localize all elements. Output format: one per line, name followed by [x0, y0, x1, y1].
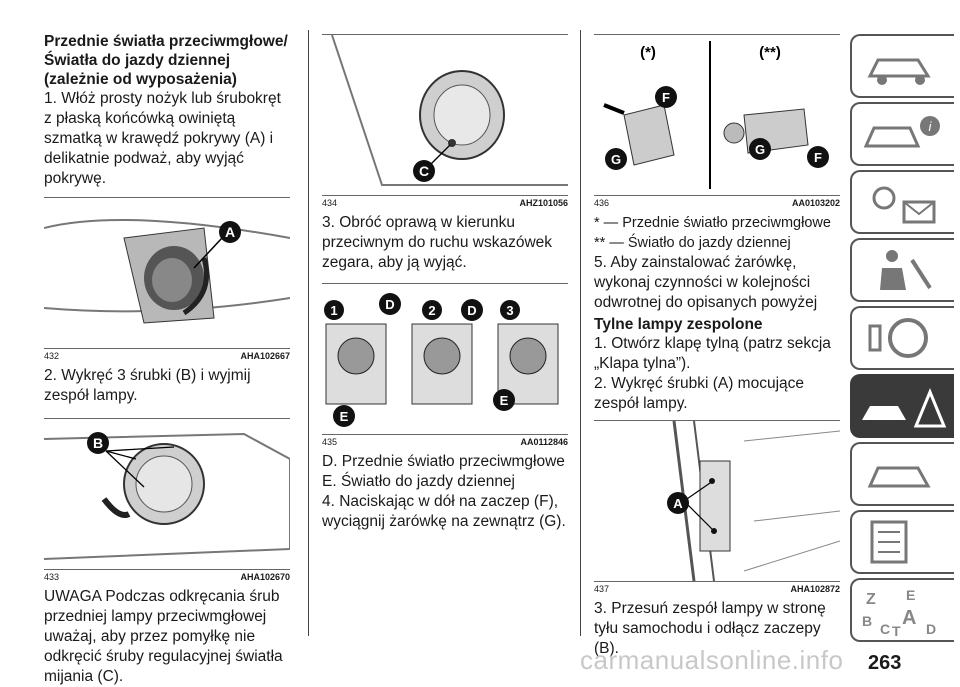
tab-safety[interactable] [850, 238, 954, 302]
figure-433: B [44, 418, 290, 570]
figure-434: C [322, 34, 568, 196]
emergency-warning-icon [862, 406, 906, 420]
column-1: Przednie światła przeciwmgłowe/Światła d… [44, 0, 290, 687]
figure-436-caption: 436 AA0103202 [594, 198, 840, 209]
callout-a: A [673, 496, 683, 511]
svg-text:A: A [902, 607, 916, 629]
step-3: 3. Obróć oprawą w kierunku przeciwnym do… [322, 214, 553, 271]
figure-code: AHA102670 [240, 572, 290, 582]
car-info-icon [863, 126, 921, 148]
legend-d: D. Przednie światło przeciwmgłowe [322, 453, 565, 470]
rear-step-1: 1. Otwórz klapę tylną (patrz sekcja „Kla… [594, 335, 831, 372]
figure-432-caption: 432 AHA102667 [44, 351, 290, 362]
figure-437-caption: 437 AHA102872 [594, 584, 840, 595]
step-1: 1. Włóż prosty nożyk lub śrubokręt z pła… [44, 90, 281, 187]
page-number: 263 [868, 652, 902, 674]
tab-index[interactable]: Z E B A C T D [850, 578, 954, 642]
figure-436: (*) (**) F G G F [594, 34, 840, 196]
figure-number: 435 [322, 437, 338, 447]
callout-d: D [385, 297, 394, 312]
svg-text:D: D [926, 621, 936, 637]
tab-vehicle-overview[interactable] [850, 34, 954, 98]
figure-number: 434 [322, 198, 338, 208]
figure-435: 1 D 2 D 3 E E [322, 283, 568, 435]
label-double-star: (**) [759, 44, 781, 61]
tab-maintenance[interactable] [850, 442, 954, 506]
column-divider [308, 30, 309, 636]
tab-driving[interactable] [850, 306, 954, 370]
svg-text:Z: Z [866, 591, 876, 608]
label-star: (*) [640, 44, 656, 61]
svg-text:i: i [929, 119, 933, 134]
figure-433-caption: 433 AHA102670 [44, 572, 290, 583]
figure-437: A [594, 420, 840, 582]
steering-wheel-icon [888, 318, 928, 358]
figure-number: 433 [44, 572, 60, 582]
figure-number: 437 [594, 584, 610, 594]
document-icon [870, 520, 908, 564]
callout-a: A [225, 224, 235, 240]
figure-code: AA0112846 [520, 437, 568, 447]
callout-e: E [340, 409, 349, 424]
figure-code: AHA102667 [240, 351, 290, 361]
callout-2: 2 [428, 303, 435, 318]
light-envelope-icon [872, 186, 896, 210]
figure-434-caption: 434 AHZ101056 [322, 198, 568, 209]
watermark: carmanualsonline.info [580, 645, 844, 675]
figure-number: 432 [44, 351, 60, 361]
warning-text: UWAGA Podczas odkręcania śrub przedniej … [44, 588, 283, 685]
tab-lights-warnings[interactable] [850, 170, 954, 234]
legend-e: E. Światło do jazdy dziennej [322, 473, 516, 490]
rear-step-2: 2. Wykręć śrubki (A) mocujące zespół lam… [594, 375, 805, 412]
figure-code: AHA102872 [790, 584, 840, 594]
note-1: * — Przednie światło przeciwmgłowe [594, 215, 831, 231]
note-2: ** — Światło do jazdy dziennej [594, 235, 791, 251]
figure-432: A [44, 197, 290, 349]
seatbelt-icon [886, 250, 898, 262]
step-2: 2. Wykręć 3 śrubki (B) i wyjmij zespół l… [44, 367, 251, 404]
figure-435-caption: 435 AA0112846 [322, 437, 568, 448]
callout-f: F [662, 90, 670, 105]
svg-text:E: E [906, 587, 915, 603]
column-3: (*) (**) F G G F 436 AA0103202 * — Przed… [594, 0, 840, 659]
car-service-icon [867, 466, 931, 488]
figure-number: 436 [594, 198, 610, 208]
section-heading-2: Tylne lampy zespolone [594, 316, 763, 333]
callout-g: G [755, 142, 765, 157]
index-icon: Z E B A C T D [862, 587, 936, 639]
tab-technical-data[interactable] [850, 510, 954, 574]
callout-b: B [93, 435, 103, 451]
callout-g: G [611, 152, 621, 167]
section-heading: Przednie światła przeciwmgłowe/Światła d… [44, 33, 288, 88]
figure-code: AHZ101056 [519, 198, 568, 208]
svg-text:C: C [880, 621, 890, 637]
svg-text:T: T [892, 623, 901, 639]
figure-code: AA0103202 [791, 198, 840, 208]
callout-c: C [419, 163, 429, 179]
rear-step-3: 3. Przesuń zespół lampy w stronę tyłu sa… [594, 600, 826, 657]
car-icon [867, 58, 931, 78]
callout-f: F [814, 150, 822, 165]
callout-1: 1 [330, 303, 337, 318]
callout-3: 3 [506, 303, 513, 318]
step-4: 4. Naciskając w dół na zaczep (F), wycią… [322, 493, 566, 530]
callout-d: D [467, 303, 476, 318]
tab-emergency[interactable] [850, 374, 954, 438]
step-5: 5. Aby zainstalować żarówkę, wykonaj czy… [594, 254, 818, 311]
callout-e: E [500, 393, 509, 408]
tab-vehicle-info[interactable]: i [850, 102, 954, 166]
column-2: C 434 AHZ101056 3. Obróć oprawą w kierun… [322, 0, 568, 532]
column-divider [580, 30, 581, 636]
svg-text:B: B [862, 613, 872, 629]
